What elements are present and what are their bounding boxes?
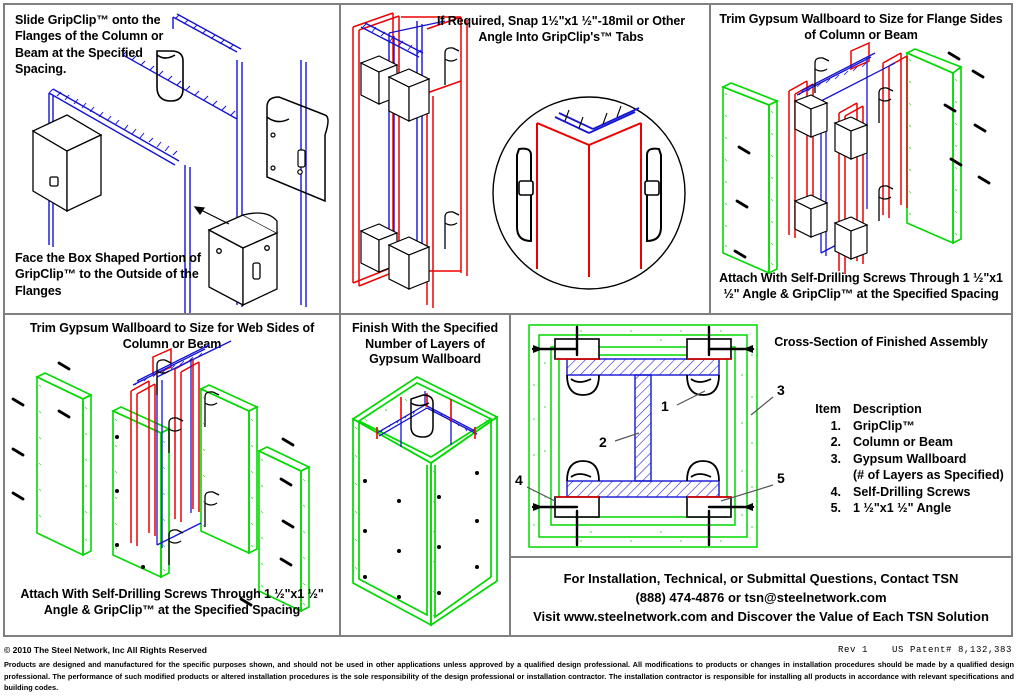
legend-number: 1. (830, 418, 841, 433)
divider-v3 (339, 315, 341, 635)
revision-and-patent: Rev 1 US Patent# 8,132,383 (837, 645, 1012, 655)
legend-description: Gypsum Wallboard (853, 451, 967, 466)
panel-grid: Slide GripClip™ onto the Flanges of the … (3, 3, 1013, 637)
divider-h2 (509, 556, 1011, 558)
panel-1-instruction-top: Slide GripClip™ onto the Flanges of the … (15, 13, 164, 76)
legend-number: 3. (830, 451, 841, 466)
contact-line-questions: For Installation, Technical, or Submitta… (563, 571, 959, 586)
sheet-footer: © 2010 The Steel Network, Inc All Rights… (4, 645, 1014, 693)
legend-description: Column or Beam (853, 435, 954, 449)
callout-4: 4 (515, 472, 523, 488)
legend-description: 1 ½"x1 ½" Angle (853, 501, 952, 515)
disclaimer-text: Products are designed and manufactured f… (4, 660, 1014, 692)
legend-row: 3. Gypsum Wallboard (811, 451, 1004, 468)
panel-4-title: Trim Gypsum Wallboard to Size for Web Si… (29, 321, 315, 351)
legend-description: GripClip™ (853, 418, 915, 433)
callout-3: 3 (777, 382, 785, 398)
callout-2: 2 (599, 434, 607, 450)
panel-6-title: Cross-Section of Finished Assembly (774, 335, 988, 349)
panel-snap-angle: If Required, Snap 1½"x1 ½"-18mil or Othe… (341, 5, 709, 313)
panel-contact-info: For Installation, Technical, or Submitta… (511, 558, 1011, 635)
panel-4-caption: Attach With Self-Drilling Screws Through… (20, 587, 324, 617)
panel-finish-layers: Finish With the Specified Number of Laye… (341, 315, 509, 635)
legend-description: (# of Layers as Specified) (853, 468, 1004, 482)
callout-1: 1 (661, 398, 669, 414)
legend-table: Item Description 1. GripClip™ 2. Column … (811, 401, 1004, 517)
legend-description: Self-Drilling Screws (853, 484, 971, 499)
legend-header-row: Item Description (811, 401, 1004, 418)
panel-3-title: Trim Gypsum Wallboard to Size for Flange… (719, 12, 1003, 42)
legend-header-item: Item (815, 402, 841, 416)
divider-v4 (509, 315, 511, 635)
legend-header-description: Description (853, 402, 922, 416)
legend-row: 5. 1 ½"x1 ½" Angle (811, 500, 1004, 517)
panel-slide-gripclip: Slide GripClip™ onto the Flanges of the … (5, 5, 339, 313)
contact-line-website[interactable]: Visit www.steelnetwork.com and Discover … (533, 608, 989, 624)
panel-3-caption: Attach With Self-Drilling Screws Through… (719, 271, 1003, 301)
divider-h1 (5, 313, 1011, 315)
legend-row: (# of Layers as Specified) (811, 467, 1004, 484)
legend-row: 2. Column or Beam (811, 434, 1004, 451)
panel-cross-section: Cross-Section of Finished Assembly (511, 315, 1011, 556)
divider-v2 (709, 5, 711, 313)
legend-number: 2. (830, 435, 841, 449)
panel-trim-flange-sides: Trim Gypsum Wallboard to Size for Flange… (711, 5, 1011, 313)
contact-line-phone-email[interactable]: (888) 474-4876 or tsn@steelnetwork.com (635, 589, 887, 605)
legend-row: 4. Self-Drilling Screws (811, 484, 1004, 501)
legend-number (811, 467, 853, 484)
legend-row: 1. GripClip™ (811, 418, 1004, 435)
legend-number: 5. (830, 501, 841, 515)
panel-5-title: Finish With the Specified Number of Laye… (351, 321, 498, 367)
legend-number: 4. (830, 484, 841, 499)
copyright-notice: © 2010 The Steel Network, Inc All Rights… (4, 645, 207, 655)
panel-3-artwork (721, 41, 991, 275)
panel-1-instruction-bottom: Face the Box Shaped Portion of GripClip™… (15, 251, 201, 298)
panel-2-title: If Required, Snap 1½"x1 ½"-18mil or Othe… (436, 14, 686, 44)
divider-v1 (339, 5, 341, 313)
callout-5: 5 (777, 470, 785, 486)
panel-trim-web-sides: Trim Gypsum Wallboard to Size for Web Si… (5, 315, 339, 635)
panel-2-artwork (352, 12, 686, 308)
